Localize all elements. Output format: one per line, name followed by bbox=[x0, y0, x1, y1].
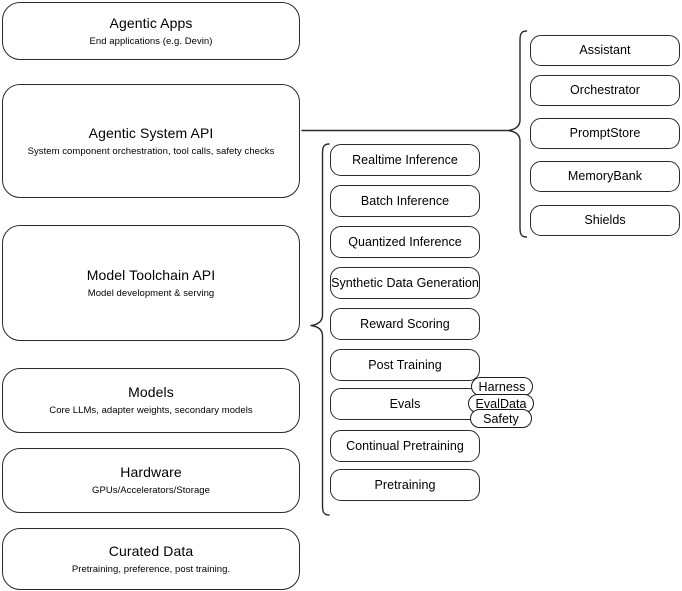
layer-agentic-system-api[interactable]: Agentic System API System component orch… bbox=[2, 84, 300, 198]
component-assistant[interactable]: Assistant bbox=[530, 35, 680, 66]
capability-label: Pretraining bbox=[374, 477, 436, 492]
component-orchestrator[interactable]: Orchestrator bbox=[530, 75, 680, 106]
component-label: Shields bbox=[584, 213, 626, 227]
brace-system-components bbox=[507, 30, 528, 238]
component-shields[interactable]: Shields bbox=[530, 205, 680, 236]
layer-subtitle: Model development & serving bbox=[87, 287, 215, 299]
brace-toolchain-capabilities bbox=[310, 143, 330, 516]
capability-synthetic-data-generation[interactable]: Synthetic Data Generation bbox=[330, 267, 480, 299]
layer-subtitle: Pretraining, preference, post training. bbox=[71, 563, 231, 575]
capability-label: Quantized Inference bbox=[348, 234, 462, 249]
component-label: MemoryBank bbox=[567, 169, 643, 183]
layer-title: Agentic System API bbox=[88, 124, 214, 141]
capability-label: Continual Pretraining bbox=[346, 438, 464, 453]
capability-label: Synthetic Data Generation bbox=[331, 275, 479, 290]
layer-agentic-apps[interactable]: Agentic Apps End applications (e.g. Devi… bbox=[2, 2, 300, 60]
capability-pretraining[interactable]: Pretraining bbox=[330, 469, 480, 501]
capability-label: Post Training bbox=[368, 357, 442, 372]
layer-model-toolchain-api[interactable]: Model Toolchain API Model development & … bbox=[2, 225, 300, 341]
eval-tag-safety[interactable]: Safety bbox=[470, 409, 532, 428]
layer-title: Model Toolchain API bbox=[86, 266, 216, 283]
capability-realtime-inference[interactable]: Realtime Inference bbox=[330, 144, 480, 176]
component-label: PromptStore bbox=[569, 126, 641, 140]
component-label: Assistant bbox=[579, 43, 631, 57]
capability-post-training[interactable]: Post Training bbox=[330, 349, 480, 381]
layer-subtitle: System component orchestration, tool cal… bbox=[27, 145, 275, 157]
layer-subtitle: End applications (e.g. Devin) bbox=[89, 35, 213, 47]
layer-title: Agentic Apps bbox=[109, 14, 193, 31]
layer-subtitle: Core LLMs, adapter weights, secondary mo… bbox=[49, 405, 253, 416]
eval-tag-label: Safety bbox=[483, 411, 519, 426]
capability-reward-scoring[interactable]: Reward Scoring bbox=[330, 308, 480, 340]
eval-tag-label: Harness bbox=[478, 379, 526, 394]
capability-batch-inference[interactable]: Batch Inference bbox=[330, 185, 480, 217]
layer-hardware[interactable]: Hardware GPUs/Accelerators/Storage bbox=[2, 448, 300, 513]
capability-label: Reward Scoring bbox=[360, 316, 450, 331]
capability-continual-pretraining[interactable]: Continual Pretraining bbox=[330, 430, 480, 462]
capability-label: Evals bbox=[389, 396, 421, 411]
layer-models[interactable]: Models Core LLMs, adapter weights, secon… bbox=[2, 368, 300, 433]
component-label: Orchestrator bbox=[569, 83, 641, 97]
layer-curated-data[interactable]: Curated Data Pretraining, preference, po… bbox=[2, 528, 300, 590]
capability-label: Realtime Inference bbox=[352, 152, 458, 167]
layer-subtitle: GPUs/Accelerators/Storage bbox=[92, 485, 210, 496]
layer-title: Hardware bbox=[120, 464, 182, 480]
capability-label: Batch Inference bbox=[360, 193, 450, 208]
capability-quantized-inference[interactable]: Quantized Inference bbox=[330, 226, 480, 258]
component-promptstore[interactable]: PromptStore bbox=[530, 118, 680, 149]
capability-evals[interactable]: Evals bbox=[330, 388, 480, 420]
layer-title: Models bbox=[128, 384, 174, 400]
layer-title: Curated Data bbox=[108, 542, 194, 559]
component-memorybank[interactable]: MemoryBank bbox=[530, 161, 680, 192]
eval-tag-label: EvalData bbox=[475, 396, 527, 411]
